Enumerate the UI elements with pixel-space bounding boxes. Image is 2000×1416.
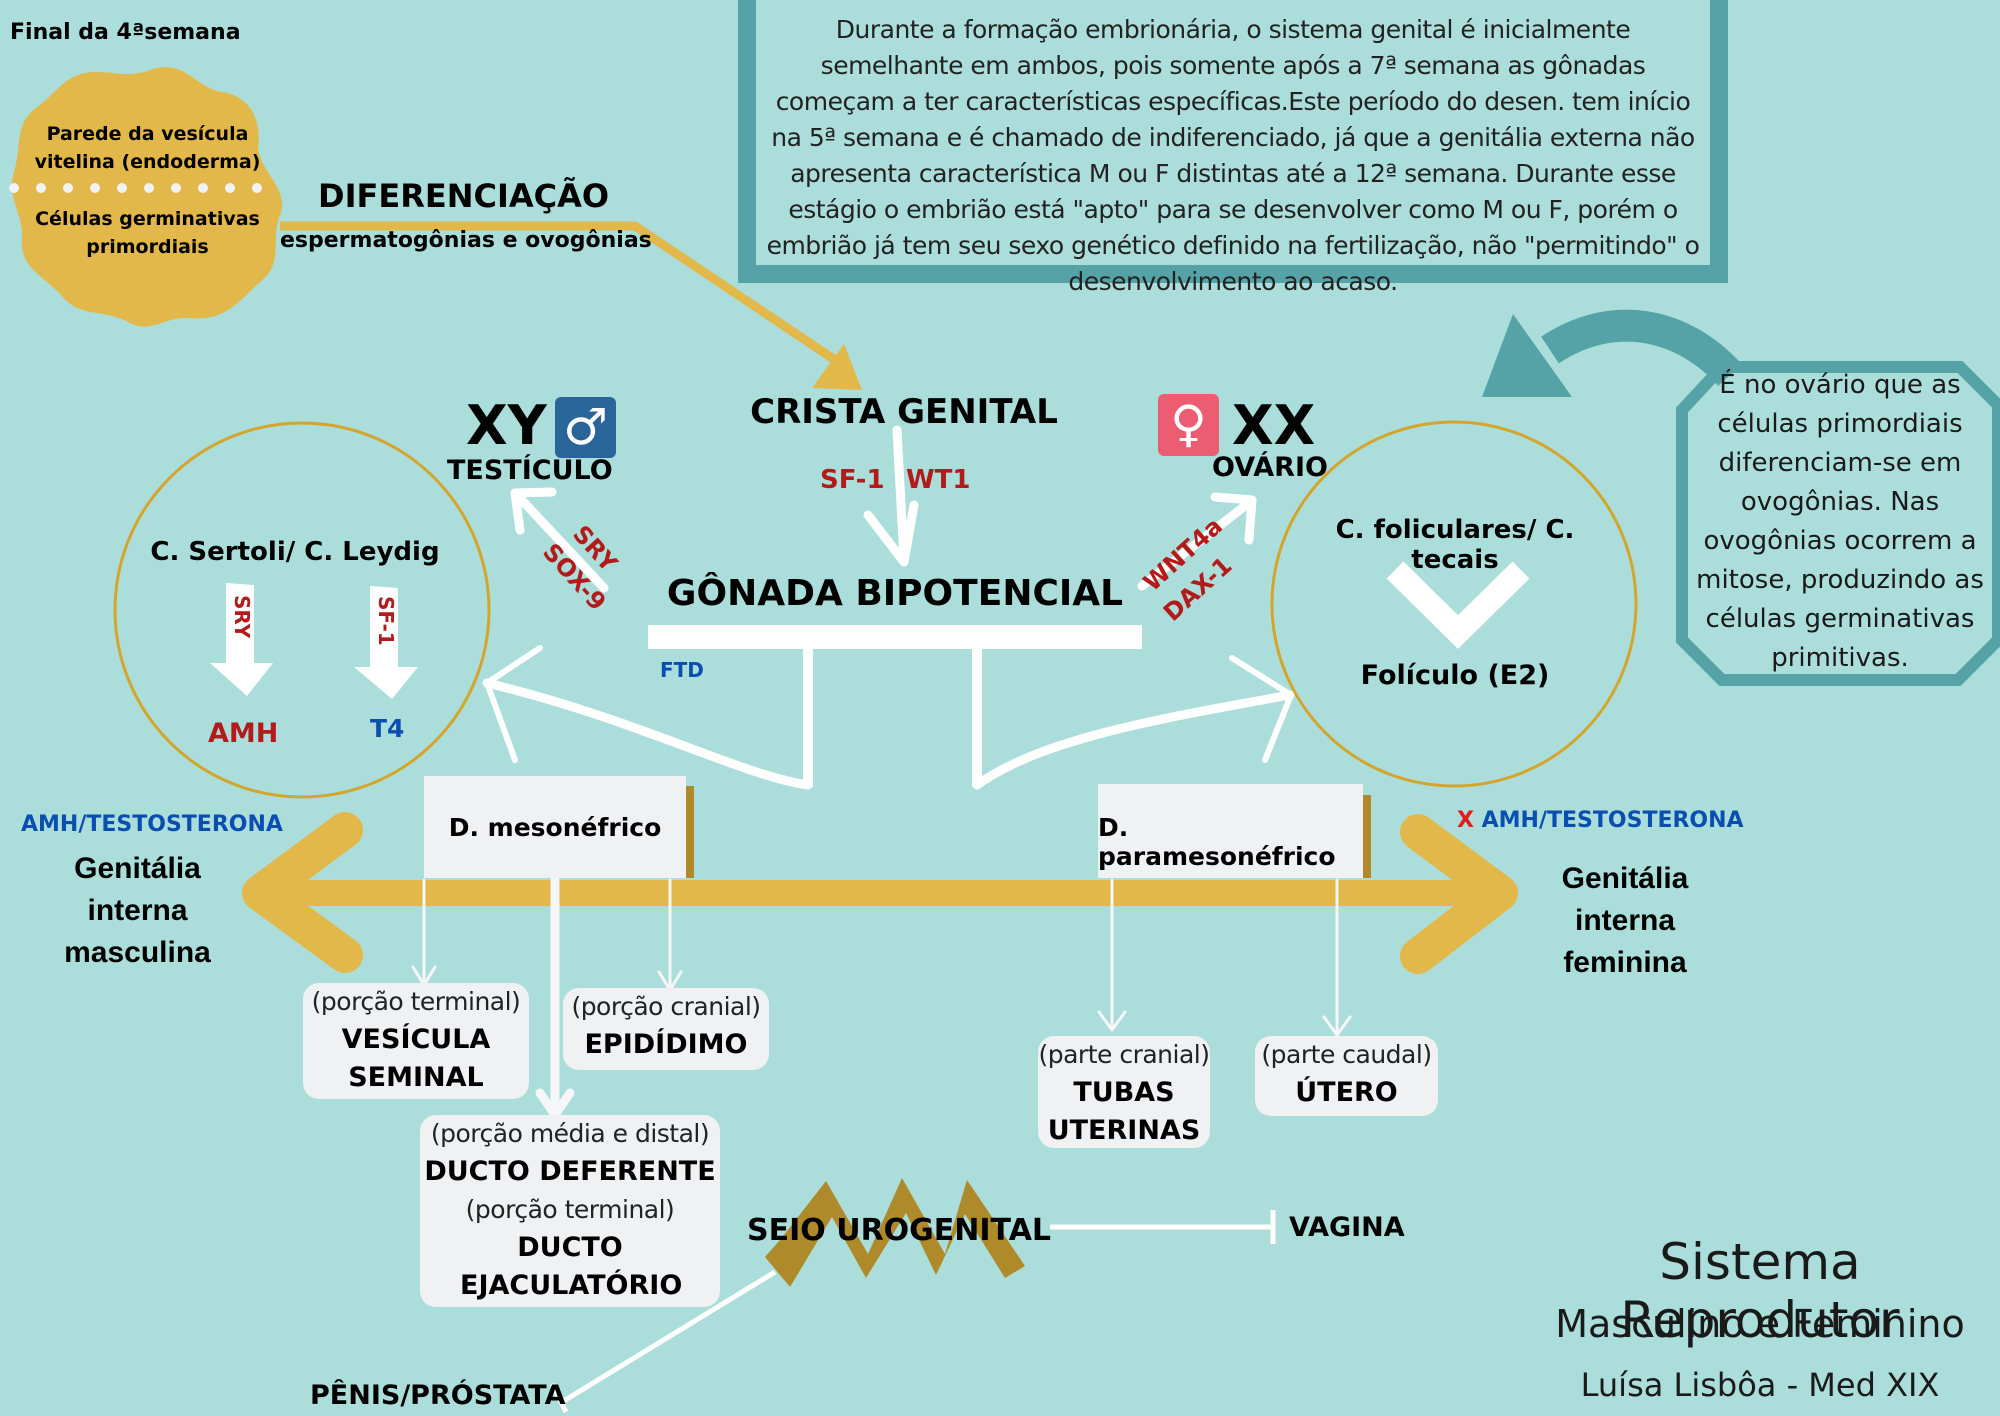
teal-curved-arrowhead <box>1482 314 1572 397</box>
differentiation-connector-line <box>280 221 841 366</box>
crista-arrowhead <box>863 500 919 567</box>
male-diagonal-arrow <box>513 491 609 593</box>
male-organ-label: TESTÍCULO <box>447 455 613 486</box>
male-product-amh: AMH <box>208 718 279 749</box>
arrow-to-female-circle <box>972 690 1295 790</box>
urogenital-zigzag <box>765 1178 1025 1287</box>
paramesonephric-box-shadow <box>1361 795 1371 878</box>
ovary-note-octagon <box>1676 361 2000 686</box>
female-cells-label: C. foliculares/ C. tecais <box>1335 515 1575 575</box>
female-organ-label: OVÁRIO <box>1212 452 1328 483</box>
paramesonephric-duct-box: D. paramesonéfrico <box>1098 784 1363 878</box>
crista-factor-sf1: SF-1 <box>820 465 885 495</box>
derivative-sub: (parte caudal) <box>1261 1040 1432 1069</box>
ftd-label: FTD <box>660 658 704 682</box>
derivative-main: TUBAS UTERINAS <box>1047 1077 1201 1146</box>
derivative-sub: (parte cranial) <box>1038 1040 1210 1069</box>
sry-down-arrow <box>210 583 273 696</box>
sf1-down-arrow <box>354 586 418 699</box>
derivative-card-tubas: (parte cranial) TUBAS UTERINAS <box>1038 1036 1210 1148</box>
gonada-bar <box>648 625 1142 649</box>
male-karyotype: XY <box>466 394 547 457</box>
male-internal-genitalia-label: Genitália interna masculina <box>64 852 211 969</box>
male-symbol-icon: ♂ <box>555 397 616 458</box>
female-karyotype: XX <box>1232 394 1316 457</box>
male-arrow-sf1-label: SF-1 <box>374 596 398 646</box>
derivative-sub: (porção média e distal) <box>430 1119 710 1148</box>
teal-curved-arrow <box>1541 309 1742 387</box>
male-product-t4: T4 <box>370 714 405 743</box>
line-to-penis <box>549 1269 777 1414</box>
derivative-sub: (porção terminal) <box>311 987 521 1016</box>
crista-down-arrow <box>892 425 909 565</box>
gonada-stem-right <box>972 649 982 787</box>
male-arrow-sry-label: SRY <box>230 595 254 639</box>
badge-top-text: Parede da vesícula vitelina (endoderma) <box>34 123 261 173</box>
badge-bottom-text: Células germinativas primordiais <box>35 208 260 258</box>
differentiation-arrowhead <box>812 344 862 390</box>
derivative-sub: (porção cranial) <box>571 992 761 1021</box>
male-gonad-circle <box>113 421 491 799</box>
derivative-card-utero: (parte caudal) ÚTERO <box>1255 1036 1438 1116</box>
derivative-main: DUCTO DEFERENTE <box>424 1156 716 1187</box>
derivative-main: EPIDÍDIMO <box>584 1029 748 1060</box>
arrow-to-female-circle-head <box>1229 655 1294 763</box>
gold-axis-bar <box>260 880 1500 906</box>
intro-note-text: Durante a formação embrionária, o sistem… <box>766 15 1700 296</box>
arrow-to-tubas <box>1097 878 1127 1032</box>
female-hormone-negation: X <box>1457 808 1474 833</box>
derivative-sub-2: (porção terminal) <box>465 1195 675 1224</box>
crista-title: CRISTA GENITAL <box>750 392 1058 432</box>
female-hormone-label: AMH/TESTOSTERONA <box>1481 808 1744 833</box>
ovary-note-text: É no ovário que as células primordiais d… <box>1696 370 1984 673</box>
female-symbol-icon: ♀ <box>1158 394 1219 456</box>
follicle-chevron-icon <box>1386 561 1530 649</box>
male-hormone-label: AMH/TESTOSTERONA <box>21 812 283 837</box>
gold-axis-left-head <box>242 812 363 973</box>
derivative-card-epididimo: (porção cranial) EPIDÍDIMO <box>563 988 769 1070</box>
male-diagonal-arrowhead <box>510 487 557 535</box>
gold-axis-right-head <box>1400 814 1518 974</box>
derivative-card-vesicula: (porção terminal) VESÍCULA SEMINAL <box>303 983 529 1099</box>
intro-note-box: Durante a formação embrionária, o sistem… <box>738 0 1728 296</box>
wavy-badge-shape <box>11 67 283 327</box>
footer-author: Luísa Lisbôa - Med XIX <box>1580 1366 1940 1404</box>
derivative-main: VESÍCULA SEMINAL <box>341 1024 491 1093</box>
derivative-card-ductos: (porção média e distal) DUCTO DEFERENTE … <box>420 1115 720 1307</box>
penis-prostate-label: PÊNIS/PRÓSTATA <box>310 1380 566 1411</box>
gonada-title: GÔNADA BIPOTENCIAL <box>666 573 1124 614</box>
differentiation-title: DIFERENCIAÇÃO <box>318 177 610 215</box>
differentiation-subtitle: espermatogônias e ovogônias <box>280 228 652 253</box>
footer-subtitle: Masculino e Feminino <box>1555 1302 1965 1346</box>
crista-factor-wt1: WT1 <box>906 465 971 495</box>
female-gonad-circle <box>1270 420 1638 788</box>
week-label: Final da 4ªsemana <box>10 20 241 45</box>
vagina-label: VAGINA <box>1289 1212 1405 1243</box>
line-to-vagina <box>1050 1210 1276 1244</box>
female-internal-genitalia-label: Genitália interna feminina <box>1561 862 1689 979</box>
urogenital-title: SEIO UROGENITAL <box>747 1213 1052 1248</box>
arrow-to-male-circle-head <box>484 645 543 763</box>
arrow-to-male-circle <box>482 678 813 790</box>
derivative-main-2: DUCTO EJACULATÓRIO <box>460 1232 683 1301</box>
female-diagonal-arrowhead <box>1210 492 1257 545</box>
dot-divider <box>9 183 262 193</box>
gonada-stem-left <box>803 649 813 787</box>
footer-title: Sistema Reprodutor <box>1620 1233 1900 1349</box>
female-diagonal-arrow <box>1137 497 1255 591</box>
male-cells-label: C. Sertoli/ C. Leydig <box>150 537 440 567</box>
arrow-to-utero <box>1322 878 1352 1037</box>
female-product-follicle: Folículo (E2) <box>1360 660 1550 691</box>
mesonephric-duct-box: D. mesonéfrico <box>424 776 686 878</box>
derivative-main: ÚTERO <box>1295 1077 1398 1108</box>
